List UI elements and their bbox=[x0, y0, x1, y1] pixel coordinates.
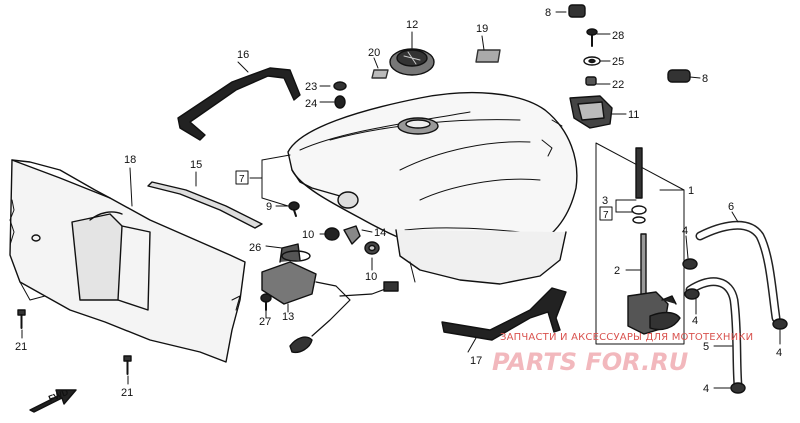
callout-3: 3 bbox=[602, 195, 608, 207]
hose-5 bbox=[685, 277, 743, 391]
rubber-strip-16 bbox=[177, 67, 301, 141]
callout-12: 12 bbox=[406, 19, 418, 31]
callout-box-7-right bbox=[599, 206, 613, 221]
callout-22: 22 bbox=[612, 79, 624, 91]
callout-21-bottom: 21 bbox=[121, 387, 133, 399]
fuel-valve-body bbox=[627, 291, 681, 335]
bracket-11 bbox=[569, 95, 613, 129]
callout-15: 15 bbox=[190, 159, 202, 171]
bolt-21-left bbox=[17, 309, 26, 329]
callout-4-mid: 4 bbox=[692, 315, 698, 327]
callout-17: 17 bbox=[470, 355, 482, 367]
callout-14: 14 bbox=[374, 227, 386, 239]
clip-4-a bbox=[682, 258, 698, 270]
callout-25: 25 bbox=[612, 56, 624, 68]
washer-25 bbox=[583, 56, 601, 66]
strap-15 bbox=[147, 181, 263, 229]
valve-box-outline bbox=[595, 142, 685, 345]
gasket-26 bbox=[281, 250, 311, 262]
watermark: ЗАПЧАСТИ И АКСЕССУАРЫ ДЛЯ МОТОТЕХНИКИ PA… bbox=[492, 332, 753, 376]
bracket-14 bbox=[343, 225, 361, 245]
callout-10-right: 10 bbox=[365, 271, 377, 283]
screw-28 bbox=[586, 28, 598, 47]
cap-8-right bbox=[667, 69, 691, 83]
clip-4-c bbox=[772, 318, 788, 330]
callout-16: 16 bbox=[237, 49, 249, 61]
callout-13: 13 bbox=[282, 311, 294, 323]
bolt-9 bbox=[288, 201, 300, 217]
callout-8-top: 8 bbox=[545, 7, 551, 19]
grommet-10-a bbox=[324, 227, 340, 241]
valve-strainer-pipe bbox=[631, 147, 647, 297]
callout-7-right: 7 bbox=[603, 210, 609, 221]
callout-box-7-left bbox=[235, 170, 249, 185]
clip-4-b bbox=[684, 288, 700, 300]
fwd-arrow bbox=[29, 389, 77, 413]
callout-8-right: 8 bbox=[702, 73, 708, 85]
bolt-21-bottom bbox=[123, 355, 132, 375]
sticker-20 bbox=[371, 69, 389, 79]
cap-12 bbox=[389, 48, 435, 76]
callout-18: 18 bbox=[124, 154, 136, 166]
callout-2: 2 bbox=[614, 265, 620, 277]
callout-1: 1 bbox=[688, 185, 694, 197]
callout-28: 28 bbox=[612, 30, 624, 42]
callout-4-upper: 4 bbox=[682, 225, 688, 237]
callout-11: 11 bbox=[628, 109, 639, 121]
rubber-strip-17 bbox=[441, 287, 567, 341]
callout-5: 5 bbox=[703, 341, 709, 353]
callout-6: 6 bbox=[728, 201, 734, 213]
collar-22 bbox=[585, 76, 597, 86]
callout-4-bottom: 4 bbox=[703, 383, 709, 395]
callout-27: 27 bbox=[259, 316, 271, 328]
sticker-19 bbox=[475, 49, 501, 63]
callout-4-right: 4 bbox=[776, 347, 782, 359]
grommet-10-b bbox=[364, 241, 380, 255]
fuel-tank bbox=[287, 91, 578, 285]
callout-9: 9 bbox=[266, 201, 272, 213]
cap-8-top bbox=[568, 4, 586, 18]
callout-19: 19 bbox=[476, 23, 488, 35]
callout-21-left: 21 bbox=[15, 341, 27, 353]
callout-26: 26 bbox=[249, 242, 261, 254]
callout-7-left: 7 bbox=[239, 174, 245, 185]
bolt-23-24 bbox=[333, 81, 347, 109]
callout-20: 20 bbox=[368, 47, 380, 59]
watermark-text: ЗАПЧАСТИ И АКСЕССУАРЫ ДЛЯ МОТОТЕХНИКИ bbox=[500, 332, 753, 343]
clip-4-d bbox=[730, 382, 746, 394]
callout-24: 24 bbox=[305, 98, 317, 110]
watermark-logo: PARTS FOR.RU bbox=[492, 348, 688, 376]
side-panel-18 bbox=[9, 159, 246, 363]
leader-lines bbox=[21, 11, 781, 389]
callout-23: 23 bbox=[305, 81, 317, 93]
hose-6 bbox=[695, 220, 781, 323]
bolt-27 bbox=[260, 293, 272, 311]
fuel-sender-13 bbox=[261, 243, 399, 354]
callout-10-left: 10 bbox=[302, 229, 314, 241]
